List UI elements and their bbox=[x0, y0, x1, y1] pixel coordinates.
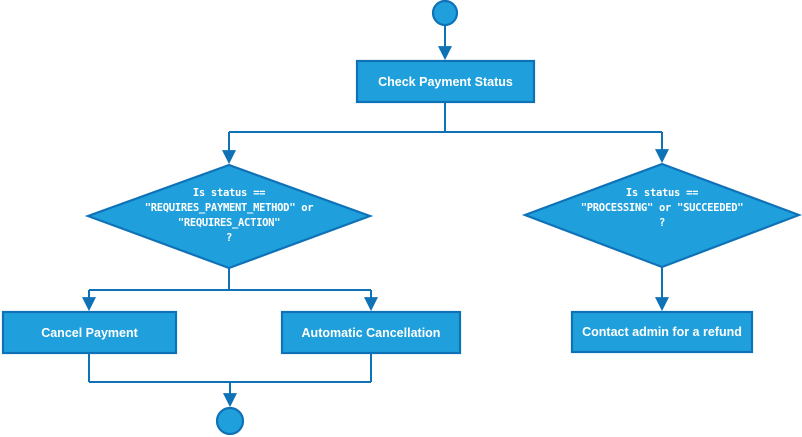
end-node bbox=[215, 406, 245, 436]
contact-admin-node bbox=[570, 310, 754, 354]
decision-requires-node bbox=[84, 163, 374, 270]
decision-processing-node bbox=[521, 162, 802, 269]
start-node bbox=[431, 0, 459, 27]
automatic-cancellation-node bbox=[280, 310, 462, 355]
check-payment-status-node bbox=[355, 59, 536, 104]
cancel-payment-node bbox=[1, 310, 178, 355]
